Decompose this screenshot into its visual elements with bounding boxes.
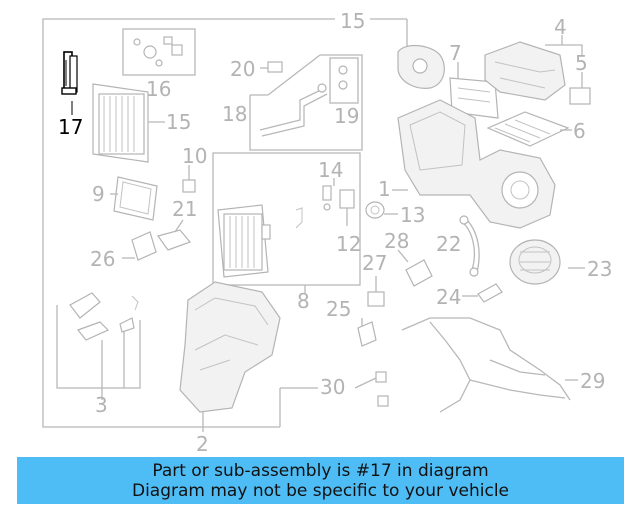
label-7: 7	[449, 41, 462, 65]
callout-labels: 15 4 7 5 6 20 16 18 19 17 15 10 14 1 9 1…	[58, 9, 612, 456]
banner-line-2: Diagram may not be specific to your vehi…	[131, 480, 509, 501]
part-8-evaporator	[217, 204, 303, 278]
part-29-wiring-harness	[401, 317, 578, 413]
part-27-sensor	[367, 276, 385, 307]
part-4-housing	[484, 41, 566, 101]
label-14: 15	[340, 9, 365, 33]
label-22: 22	[436, 232, 461, 256]
label-5: 5	[575, 51, 588, 75]
label-4: 4	[554, 15, 567, 39]
part-18-pipe	[259, 83, 328, 137]
assembly-frame-lines	[42, 18, 583, 432]
label-25: 25	[326, 297, 351, 321]
label-23: 23	[587, 257, 612, 281]
label-17-highlighted: 17	[58, 115, 83, 139]
label-21: 21	[172, 197, 197, 221]
part-18-box	[249, 54, 363, 151]
part-19-fittings	[329, 57, 359, 104]
part-26-actuator	[122, 231, 157, 261]
label-20: 20	[230, 57, 255, 81]
part-3-linkage	[69, 292, 139, 341]
part-2-lower-housing	[179, 281, 281, 413]
label-16: 16	[146, 77, 171, 101]
label-3: 3	[95, 393, 108, 417]
label-1: 1	[378, 177, 391, 201]
part-20-clip	[260, 61, 283, 73]
part-23-blower-motor	[509, 239, 585, 285]
label-2: 2	[196, 432, 209, 456]
part-6-cabin-filter	[486, 111, 572, 147]
banner-line-1: Part or sub-assembly is #17 in diagram	[152, 460, 489, 481]
label-12: 14	[318, 158, 343, 182]
label-30: 30	[320, 375, 345, 399]
part-10-sensor	[182, 165, 196, 193]
part-25-sensor	[357, 318, 377, 347]
label-29: 29	[580, 369, 605, 393]
label-15: 15	[166, 110, 191, 134]
part-5-clip	[569, 72, 591, 105]
label-13: 13	[400, 203, 425, 227]
part-24-resistor	[462, 283, 503, 303]
label-8: 8	[297, 289, 310, 313]
part-12-11-valve	[322, 178, 355, 226]
label-9: 9	[92, 182, 105, 206]
part-7-flap	[449, 62, 499, 119]
part-15-heater-core	[92, 83, 165, 163]
label-26: 26	[90, 247, 115, 271]
part-21-actuator	[157, 219, 192, 251]
info-banner: Part or sub-assembly is #17 in diagram D…	[17, 457, 624, 504]
label-6: 6	[573, 119, 586, 143]
label-27: 27	[362, 251, 387, 275]
part-1-hvac-housing	[392, 99, 556, 229]
part-30-clips	[354, 371, 389, 407]
label-19: 19	[334, 104, 359, 128]
label-10: 10	[182, 144, 207, 168]
part-16-clips	[133, 36, 183, 67]
part-8-box	[212, 152, 361, 286]
part-14-seal	[397, 45, 445, 89]
part-13-grommet	[365, 201, 398, 219]
label-11: 12	[336, 232, 361, 256]
label-24: 24	[436, 285, 461, 309]
part-16-box	[122, 28, 196, 76]
label-18: 18	[222, 102, 247, 126]
label-28: 28	[384, 229, 409, 253]
part-28-actuator	[397, 249, 433, 287]
part-22-hose	[459, 215, 480, 277]
part-9-frame	[110, 176, 158, 221]
part-17-highlighted	[61, 51, 78, 115]
